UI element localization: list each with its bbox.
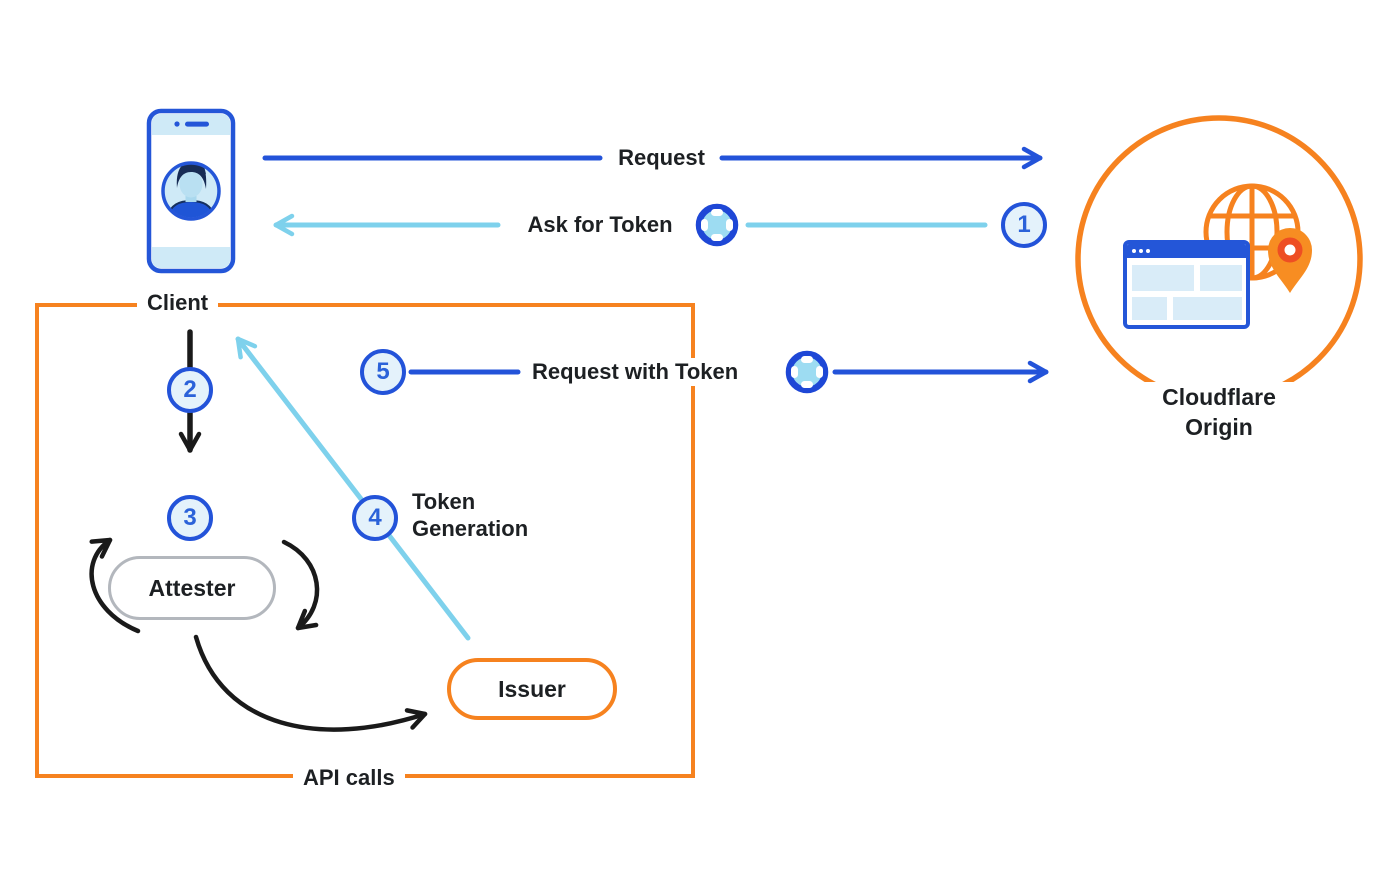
origin-label-line2: Origin: [1185, 414, 1253, 440]
step-badge-4: 4: [352, 495, 398, 541]
token-generation-label: Token Generation: [412, 488, 528, 542]
phone-bottom-band: [152, 247, 230, 268]
avatar: [165, 164, 217, 218]
issuer-node: Issuer: [447, 658, 617, 720]
step-badge-1: 1: [1001, 202, 1047, 248]
location-pin-icon: [1268, 228, 1312, 293]
cloudflare-origin-label: Cloudflare Origin: [1104, 382, 1334, 442]
token-generation-line1: Token: [412, 489, 476, 514]
issuer-label: Issuer: [498, 675, 566, 702]
request-with-token-label: Request with Token: [522, 358, 749, 386]
request-label: Request: [618, 145, 705, 170]
api-calls-label: API calls: [293, 764, 405, 792]
token-generation-arrow: [235, 336, 471, 641]
client-phone-icon: [146, 108, 236, 279]
token-generation-line2: Generation: [412, 516, 529, 541]
attester-node: Attester: [108, 556, 276, 620]
attester-label: Attester: [148, 574, 236, 601]
ask-for-token-label: Ask for Token: [527, 212, 673, 237]
token-icon: [785, 350, 829, 394]
cloudflare-origin-icon: [1070, 110, 1370, 415]
step-badge-5: 5: [360, 349, 406, 395]
attester-to-issuer-arrow: [193, 634, 428, 732]
phone-camera-dot: [174, 121, 180, 127]
token-icon: [695, 203, 739, 247]
browser-window-icon: [1123, 240, 1250, 329]
origin-label-line1: Cloudflare: [1162, 384, 1276, 410]
phone-speaker: [185, 121, 209, 127]
step-badge-3: 3: [167, 495, 213, 541]
avatar-ring: [161, 161, 221, 221]
attester-loop-right-arrow: [281, 539, 320, 631]
attester-loop-left-arrow: [89, 537, 141, 634]
step-badge-2: 2: [167, 367, 213, 413]
client-label: Client: [137, 289, 219, 317]
